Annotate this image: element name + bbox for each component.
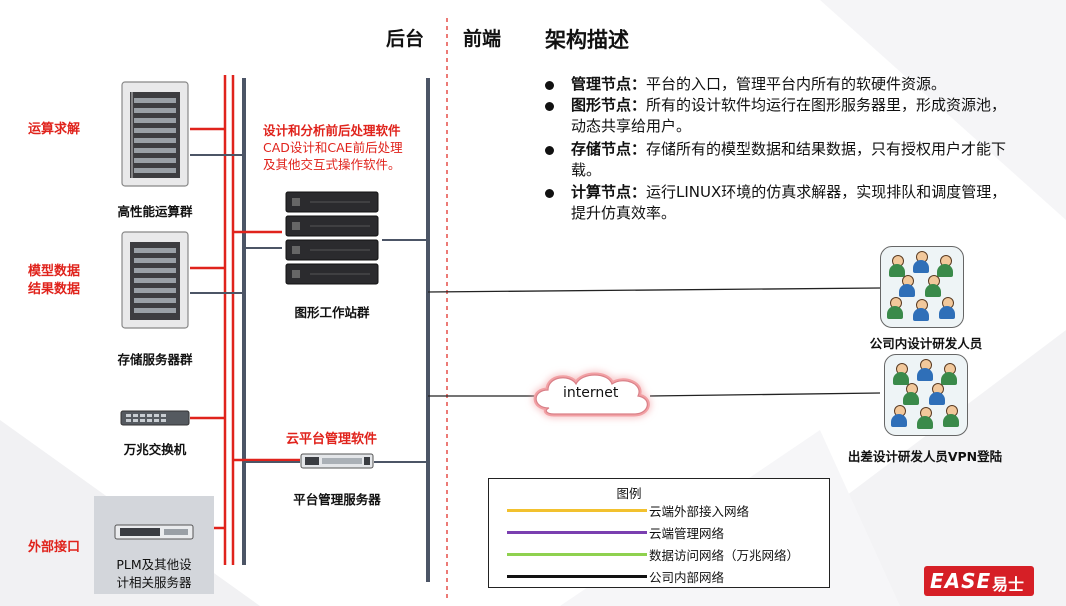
legend-label: 数据访问网络（万兆网络） [649,548,800,563]
cloud-mgmt-software-label: 云平台管理软件 [286,432,378,447]
legend-item-data: 数据访问网络（万兆网络） [489,545,829,563]
architecture-title: 架构描述 [545,28,629,52]
legend-label: 公司内部网络 [649,570,725,585]
switch-label: 万兆交换机 [123,442,187,457]
result-data-label: 结果数据 [28,282,81,297]
person-icon [893,363,909,385]
design-software-title: 设计和分析前后处理软件 [263,123,401,138]
desc-text: 平台的入口，管理平台内所有的软硬件资源。 [646,75,947,93]
legend-title: 图例 [616,486,642,501]
compute-label: 运算求解 [28,122,81,137]
legend-swatch [507,531,647,534]
desc-text: 所有的设计软件均运行在图形服务器里，形成资源池，动态共享给用户。 [571,96,1007,135]
desc-term: 图形节点： [571,96,647,114]
person-icon [939,297,955,319]
hpc-label: 高性能运算群 [117,204,193,219]
external-interface-label: 外部接口 [28,540,81,555]
mgmt-server-label: 平台管理服务器 [293,492,381,507]
plm-label-line1: PLM及其他设 [116,557,192,572]
person-icon [903,383,919,405]
design-software-line1: CAD设计和CAE前后处理 [263,140,403,155]
plm-label-line2: 计相关服务器 [116,575,192,590]
desc-text: 运行LINUX环境的仿真求解器，实现排队和调度管理，提升仿真效率。 [571,183,1007,222]
frontend-header: 前端 [463,28,502,50]
desc-item-graphics: 图形节点：所有的设计软件均运行在图形服务器里，形成资源池，动态共享给用户。 [545,95,1011,137]
person-icon [889,255,905,277]
workstation-stack-icon [285,191,379,285]
legend-item-external: 云端外部接入网络 [489,501,829,519]
internet-cloud-icon [533,372,650,417]
bullet-icon [545,146,554,155]
bullet-icon [545,189,554,198]
logo-suffix: 易士 [992,575,1025,594]
workstation-label: 图形工作站群 [294,305,370,320]
person-icon [941,363,957,385]
backend-header: 后台 [386,28,425,50]
person-icon [929,383,945,405]
bullet-icon [545,102,554,111]
legend-swatch [507,509,647,512]
hpc-rack-icon [121,81,189,187]
legend-label: 云端外部接入网络 [649,504,750,519]
bullet-icon [545,81,554,90]
person-icon [913,299,929,321]
logo-text: EASE [930,569,992,593]
desc-term: 存储节点： [571,140,647,158]
desc-item-mgmt: 管理节点：平台的入口，管理平台内所有的软硬件资源。 [545,74,1061,95]
legend: 图例 云端外部接入网络 云端管理网络 数据访问网络（万兆网络） 公司内部网络 [488,478,830,588]
vpn-users-icon [884,354,968,436]
internal-users-label: 公司内设计研发人员 [869,336,983,351]
internal-users-icon [880,246,964,328]
desc-item-storage: 存储节点：存储所有的模型数据和结果数据，只有授权用户才能下载。 [545,139,1011,181]
storage-label: 存储服务器群 [117,352,193,367]
person-icon [917,407,933,429]
person-icon [917,359,933,381]
plm-server-icon [114,524,194,540]
switch-icon [120,410,190,426]
legend-swatch [507,575,647,578]
desc-text: 存储所有的模型数据和结果数据，只有授权用户才能下载。 [571,140,1007,179]
plm-server-box: PLM及其他设 计相关服务器 [94,496,214,594]
person-icon [887,297,903,319]
person-icon [891,405,907,427]
person-icon [925,275,941,297]
storage-rack-icon [121,231,189,329]
ease-logo: EASE 易士 [924,566,1034,596]
person-icon [943,405,959,427]
model-data-label: 模型数据 [28,264,81,279]
design-software-line2: 及其他交互式操作软件。 [263,157,401,172]
legend-item-internal: 公司内部网络 [489,567,829,585]
person-icon [937,255,953,277]
person-icon [899,275,915,297]
legend-swatch [507,553,647,556]
legend-label: 云端管理网络 [649,526,725,541]
mgmt-server-icon [300,453,374,469]
desc-term: 计算节点： [571,183,647,201]
desc-item-compute: 计算节点：运行LINUX环境的仿真求解器，实现排队和调度管理，提升仿真效率。 [545,182,1011,224]
vpn-users-label: 出差设计研发人员VPN登陆 [847,449,1003,464]
legend-item-mgmt: 云端管理网络 [489,523,829,541]
desc-term: 管理节点： [571,75,647,93]
internet-label: internet [563,385,619,401]
person-icon [913,251,929,273]
